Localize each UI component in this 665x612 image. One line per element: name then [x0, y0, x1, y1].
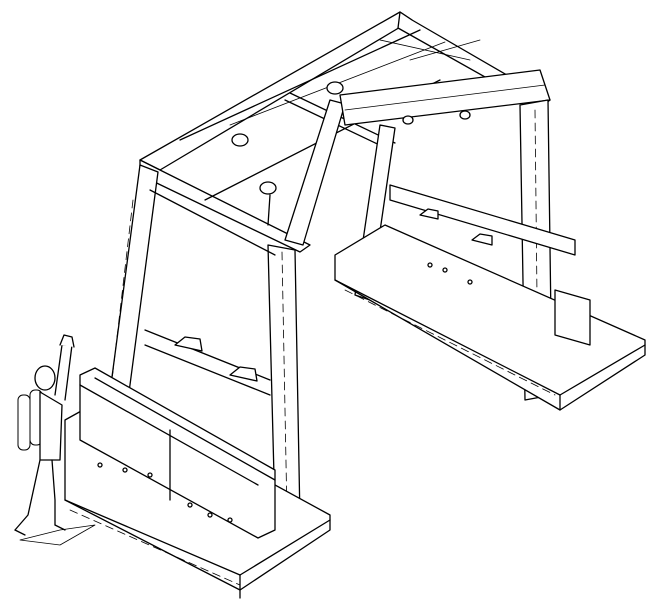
diagonal-strut	[284, 69, 551, 246]
top-frame	[139, 11, 551, 253]
front-frame	[109, 164, 301, 521]
rear-base	[334, 224, 646, 411]
front-base	[64, 367, 331, 599]
trolleys	[231, 81, 471, 226]
diver-figure	[14, 334, 96, 546]
